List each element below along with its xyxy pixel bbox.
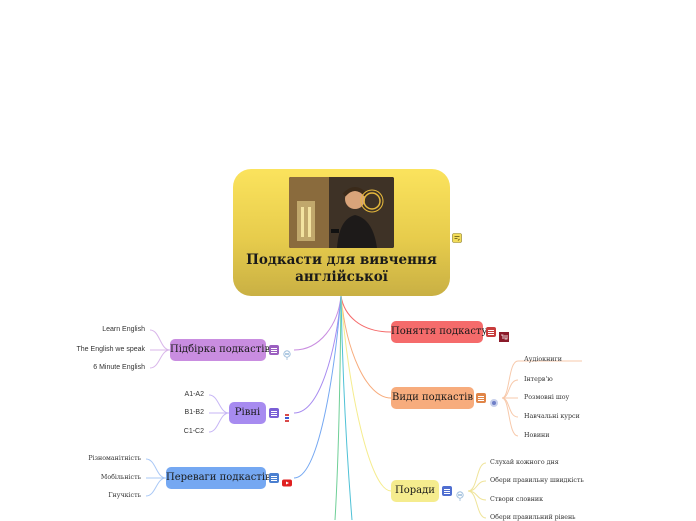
podcast-photo bbox=[289, 177, 394, 248]
youtube-icon bbox=[282, 473, 292, 487]
leaf-create-dictionary: Створи словник bbox=[490, 496, 544, 503]
connector-advantages bbox=[293, 295, 342, 479]
node-levels[interactable]: Рівні bbox=[229, 402, 266, 424]
leaf-courses: Навчальні курси bbox=[524, 413, 580, 420]
node-advantages[interactable]: Переваги подкастів bbox=[166, 467, 271, 489]
menu-icon[interactable] bbox=[269, 473, 279, 483]
leaf-audiobooks: Аудіокниги bbox=[524, 356, 562, 363]
node-concept-label: Поняття подкасту bbox=[391, 326, 488, 337]
connector-extra-2 bbox=[340, 295, 353, 520]
leaf-news: Новини bbox=[524, 432, 550, 439]
tree-icon bbox=[489, 393, 499, 407]
flag-icon bbox=[499, 327, 509, 342]
connector-types bbox=[340, 295, 392, 399]
leaf-interview: Інтерв'ю bbox=[524, 376, 553, 383]
node-podcast-selection[interactable]: Підбірка подкастів bbox=[170, 339, 270, 361]
leaf-english-we-speak: The English we speak bbox=[76, 346, 145, 353]
tree-icon bbox=[282, 345, 292, 360]
connector-concept bbox=[340, 295, 392, 333]
node-types-label: Види подкастів bbox=[391, 392, 474, 403]
node-tips[interactable]: Поради bbox=[391, 480, 439, 502]
node-concept[interactable]: Поняття подкасту bbox=[391, 321, 487, 343]
leaf-mobility: Мобільність bbox=[100, 474, 141, 481]
leaf-choose-speed: Обери правильну швидкість bbox=[490, 477, 584, 484]
leaf-a1-a2: A1-A2 bbox=[184, 391, 204, 398]
leaf-talk-shows: Розмовні шоу bbox=[524, 394, 570, 401]
menu-icon[interactable] bbox=[269, 408, 279, 418]
connector-levels bbox=[293, 295, 342, 414]
connector-tips bbox=[340, 295, 392, 492]
leaf-variety: Різноманітність bbox=[88, 455, 141, 462]
bar-icon bbox=[282, 408, 292, 422]
menu-icon[interactable] bbox=[476, 393, 486, 403]
connector-extra-1 bbox=[334, 295, 342, 520]
note-icon[interactable] bbox=[452, 228, 462, 243]
root-title: Подкасти для вивчення англійської bbox=[246, 252, 437, 285]
root-node[interactable]: Подкасти для вивчення англійської bbox=[233, 169, 450, 296]
leaf-flexibility: Гнучкість bbox=[108, 492, 141, 499]
leaf-listen-daily: Слухай кожного дня bbox=[490, 459, 559, 466]
node-types[interactable]: Види подкастів bbox=[391, 387, 474, 409]
menu-icon[interactable] bbox=[269, 345, 279, 355]
tree-icon bbox=[455, 486, 465, 501]
node-levels-label: Рівні bbox=[234, 407, 261, 418]
leaf-6-minute-english: 6 Minute English bbox=[93, 364, 145, 371]
menu-icon[interactable] bbox=[486, 327, 496, 337]
leaf-learn-english: Learn English bbox=[102, 326, 145, 333]
leaf-b1-b2: B1-B2 bbox=[184, 409, 204, 416]
menu-icon[interactable] bbox=[442, 486, 452, 496]
node-tips-label: Поради bbox=[395, 485, 435, 496]
leaf-choose-level: Обери правильний рівень bbox=[490, 514, 576, 521]
leaf-c1-c2: C1-C2 bbox=[183, 428, 204, 435]
node-advantages-label: Переваги подкастів bbox=[166, 472, 271, 483]
node-podcast-selection-label: Підбірка подкастів bbox=[170, 344, 271, 355]
